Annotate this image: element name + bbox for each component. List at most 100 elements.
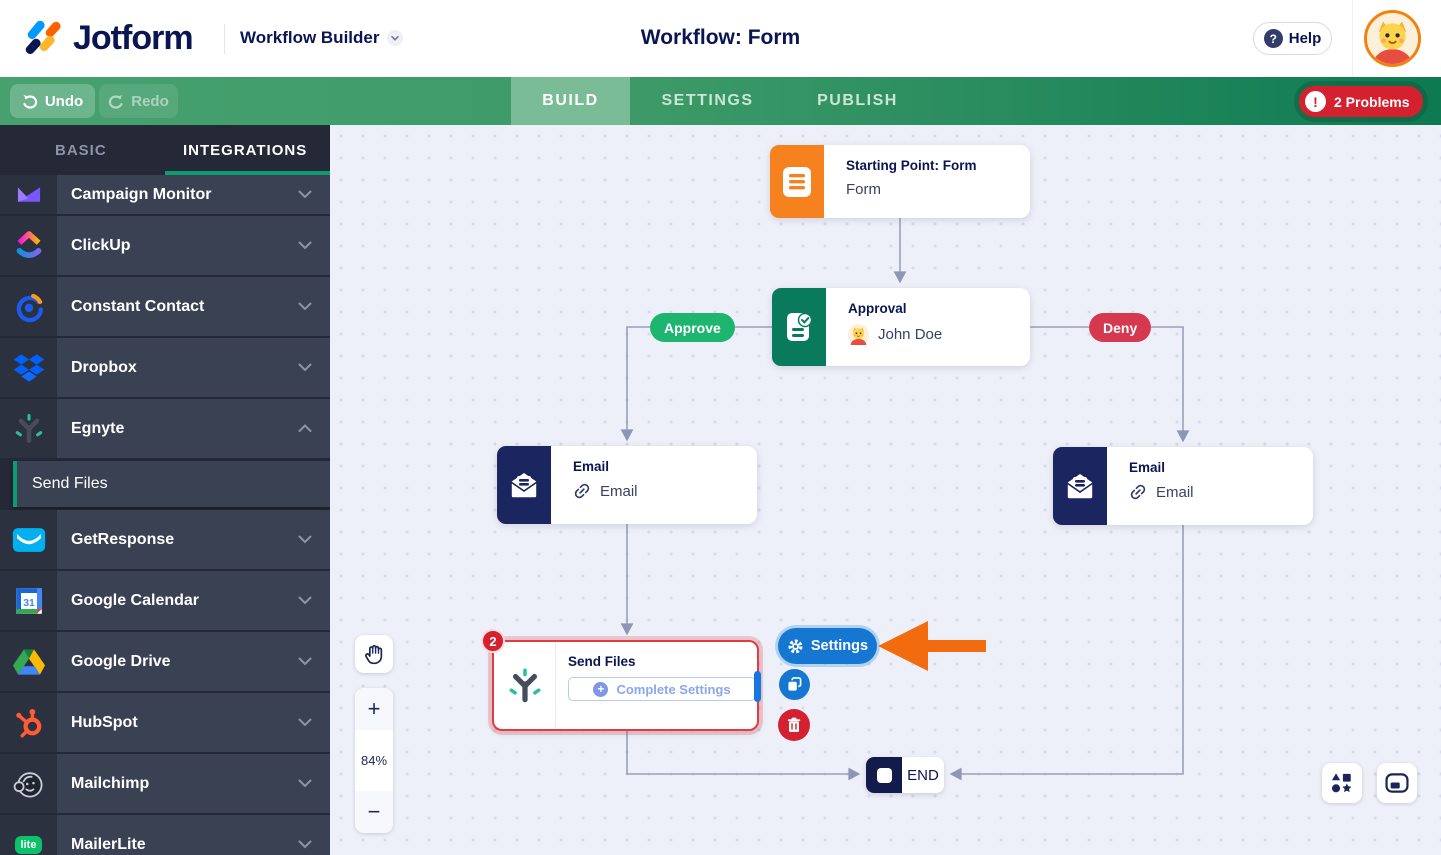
chevron-down-icon bbox=[387, 30, 404, 46]
approve-branch-label[interactable]: Approve bbox=[650, 313, 735, 342]
constant-contact-icon bbox=[0, 277, 57, 336]
page-title: Workflow: Form bbox=[640, 26, 801, 49]
node-approval[interactable]: Approval John Doe bbox=[772, 288, 1030, 366]
dropbox-icon bbox=[0, 338, 57, 397]
error-count-badge: 2 bbox=[481, 629, 505, 653]
avatar-cat-icon bbox=[1367, 13, 1418, 64]
problems-badge[interactable]: ! 2 Problems bbox=[1299, 86, 1424, 117]
sidebar-item-getresponse[interactable]: GetResponse bbox=[0, 510, 330, 569]
node-start[interactable]: Starting Point: Form Form bbox=[770, 145, 1030, 218]
sidebar-subitem-send-files[interactable]: Send Files bbox=[13, 461, 330, 507]
sidebar-item-mailerlite[interactable]: lite MailerLite bbox=[0, 815, 330, 855]
email-icon bbox=[497, 446, 551, 524]
svg-text:31: 31 bbox=[23, 597, 35, 608]
chevron-down-icon bbox=[298, 718, 312, 727]
node-title: Approval bbox=[848, 301, 907, 316]
node-title: Starting Point: Form bbox=[846, 158, 977, 173]
complete-settings-button[interactable]: + Complete Settings bbox=[568, 677, 756, 701]
zoom-in-button[interactable]: + bbox=[355, 688, 393, 730]
chevron-down-icon bbox=[298, 535, 312, 544]
connector-handle[interactable] bbox=[754, 671, 761, 702]
tab-build[interactable]: BUILD bbox=[511, 77, 630, 125]
toolbar-tabs: BUILD SETTINGS PUBLISH bbox=[511, 77, 930, 125]
sidebar-tab-basic[interactable]: BASIC bbox=[55, 141, 107, 159]
brand-wordmark: Jotform bbox=[73, 18, 194, 57]
build-toolbar: Undo Redo BUILD SETTINGS PUBLISH ! 2 Pro… bbox=[0, 77, 1441, 125]
pan-tool-button[interactable] bbox=[355, 635, 393, 673]
egnyte-icon bbox=[0, 399, 57, 458]
google-drive-icon bbox=[0, 632, 57, 691]
mailerlite-icon: lite bbox=[0, 815, 57, 855]
elements-panel-button[interactable] bbox=[1322, 763, 1362, 803]
settings-button[interactable]: Settings bbox=[778, 628, 877, 664]
chevron-down-icon bbox=[298, 190, 312, 199]
workflow-canvas[interactable]: Starting Point: Form Form Approval John … bbox=[330, 125, 1441, 855]
sidebar-item-dropbox[interactable]: Dropbox bbox=[0, 338, 330, 397]
sidebar-item-google-calendar[interactable]: 31 Google Calendar bbox=[0, 571, 330, 630]
gear-icon bbox=[788, 639, 803, 653]
chevron-down-icon bbox=[298, 840, 312, 849]
egnyte-icon bbox=[494, 642, 556, 729]
mailchimp-icon bbox=[0, 754, 57, 813]
app-header: Jotform Workflow Builder Workflow: Form … bbox=[0, 0, 1441, 77]
elements-sidebar: BASIC INTEGRATIONS Campaign Monitor Cl bbox=[0, 125, 330, 855]
node-send-files[interactable]: 2 Send Files + Complete Settings bbox=[481, 629, 759, 731]
assignee-avatar bbox=[848, 324, 869, 345]
sidebar-item-egnyte[interactable]: Egnyte bbox=[0, 399, 330, 458]
shapes-icon bbox=[1331, 773, 1352, 793]
chevron-down-icon bbox=[298, 779, 312, 788]
redo-icon bbox=[109, 94, 123, 109]
duplicate-button[interactable] bbox=[779, 669, 810, 700]
sidebar-item-constant-contact[interactable]: Constant Contact bbox=[0, 277, 330, 336]
minimap-button[interactable] bbox=[1377, 763, 1417, 803]
header-divider-right bbox=[1352, 0, 1353, 77]
sidebar-item-hubspot[interactable]: HubSpot bbox=[0, 693, 330, 752]
copy-icon bbox=[788, 677, 802, 691]
sidebar-item-clickup[interactable]: ClickUp bbox=[0, 216, 330, 275]
redo-button[interactable]: Redo bbox=[99, 84, 178, 118]
node-subtitle: Form bbox=[846, 181, 881, 198]
chevron-down-icon bbox=[298, 596, 312, 605]
zoom-controls: + 84% − bbox=[355, 688, 393, 833]
node-email-right[interactable]: Email Email bbox=[1053, 447, 1313, 525]
zoom-level: 84% bbox=[360, 753, 388, 768]
getresponse-icon bbox=[0, 510, 57, 569]
deny-branch-label[interactable]: Deny bbox=[1089, 313, 1152, 342]
chevron-down-icon bbox=[298, 363, 312, 372]
delete-button[interactable] bbox=[778, 709, 810, 741]
jotform-logo[interactable]: Jotform bbox=[24, 18, 194, 58]
app-switcher[interactable]: Workflow Builder bbox=[240, 28, 404, 48]
app-switcher-label: Workflow Builder bbox=[240, 28, 380, 47]
user-avatar[interactable] bbox=[1364, 10, 1421, 67]
tab-settings[interactable]: SETTINGS bbox=[661, 92, 754, 109]
form-icon bbox=[770, 145, 824, 218]
stop-icon bbox=[866, 757, 902, 793]
chevron-up-icon bbox=[298, 424, 312, 432]
sidebar-item-campaign-monitor[interactable]: Campaign Monitor bbox=[0, 175, 330, 214]
assignee-name: John Doe bbox=[878, 326, 943, 343]
sidebar-tab-integrations[interactable]: INTEGRATIONS bbox=[183, 141, 308, 159]
undo-icon bbox=[23, 94, 38, 109]
link-icon bbox=[1130, 484, 1146, 500]
help-button[interactable]: ? Help bbox=[1253, 22, 1332, 55]
question-icon: ? bbox=[1263, 29, 1283, 48]
node-end[interactable]: END bbox=[866, 757, 944, 793]
header-divider bbox=[224, 24, 225, 54]
node-email-left[interactable]: Email Email bbox=[497, 446, 757, 524]
jotform-logo-icon bbox=[25, 20, 61, 54]
undo-button[interactable]: Undo bbox=[10, 84, 95, 118]
sidebar-item-google-drive[interactable]: Google Drive bbox=[0, 632, 330, 691]
zoom-out-button[interactable]: − bbox=[355, 791, 393, 833]
link-icon bbox=[574, 483, 590, 499]
pointer-arrow bbox=[878, 621, 986, 671]
clickup-icon bbox=[0, 216, 57, 275]
tab-publish[interactable]: PUBLISH bbox=[817, 92, 898, 109]
node-title: Send Files bbox=[568, 654, 636, 669]
node-title: Email bbox=[573, 459, 610, 474]
picture-in-picture-icon bbox=[1385, 773, 1409, 793]
trash-icon bbox=[787, 717, 801, 732]
approval-icon bbox=[772, 288, 826, 366]
sidebar-item-mailchimp[interactable]: Mailchimp bbox=[0, 754, 330, 813]
active-tab-underline bbox=[165, 171, 330, 175]
